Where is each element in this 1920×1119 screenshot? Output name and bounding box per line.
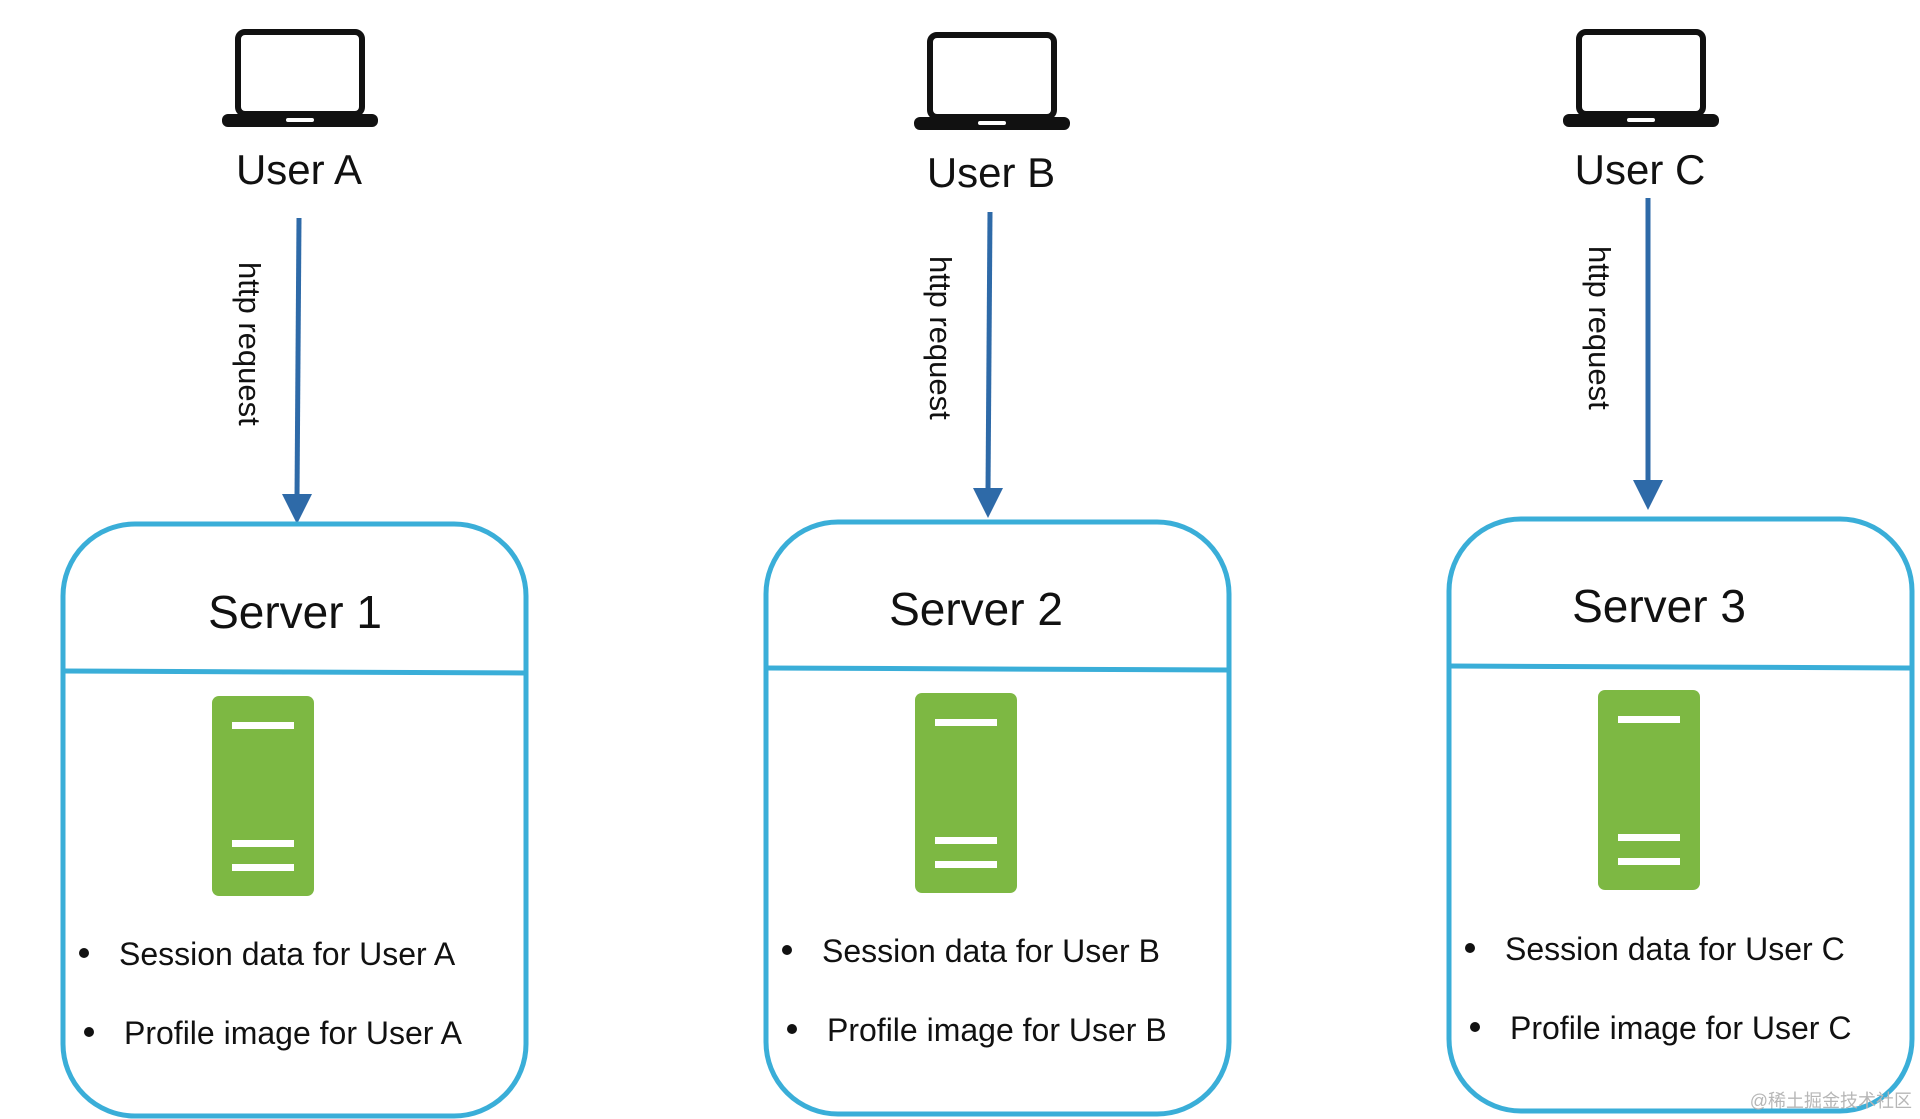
server-box-3 [1446,516,1915,1114]
laptop-icon-user-b [914,35,1070,130]
bullet-icon [84,1026,94,1037]
bullet-icon [1465,942,1475,953]
edge-label-a: http request [232,262,267,426]
server-icon-2 [915,693,1017,893]
user-label-b: User B [926,149,1056,196]
laptop-icon-user-c [1563,32,1719,127]
server-box-2 [763,519,1232,1117]
bullet-icon [782,944,792,955]
server-1-item-profile: Profile image for User A [84,1015,462,1052]
edge-label-c: http request [1582,246,1617,410]
server-title-1: Server 1 [208,586,382,638]
edge-label-b: http request [923,256,958,420]
server-2-item-profile: Profile image for User B [787,1012,1167,1049]
arrow-user-b-to-server-2 [973,211,1003,518]
laptop-icon-user-a [222,32,378,127]
watermark: @稀土掘金技术社区 [1749,1091,1912,1111]
server-title-2: Server 2 [889,583,1063,635]
server-icon-3 [1598,690,1700,890]
user-label-a: User A [235,146,363,193]
arrow-user-a-to-server-1 [282,217,312,524]
server-3-item-session: Session data for User C [1465,931,1845,968]
server-icon-1 [212,696,314,896]
arrow-user-c-to-server-3 [1633,198,1663,510]
server-box-1 [60,521,529,1119]
bullet-icon [1470,1021,1480,1032]
user-label-c: User C [1574,146,1706,193]
server-2-item-session: Session data for User B [782,933,1160,970]
bullet-icon [79,947,89,958]
server-1-item-session: Session data for User A [79,936,455,973]
server-3-item-profile: Profile image for User C [1470,1010,1851,1047]
bullet-icon [787,1023,797,1034]
server-title-3: Server 3 [1572,580,1746,632]
